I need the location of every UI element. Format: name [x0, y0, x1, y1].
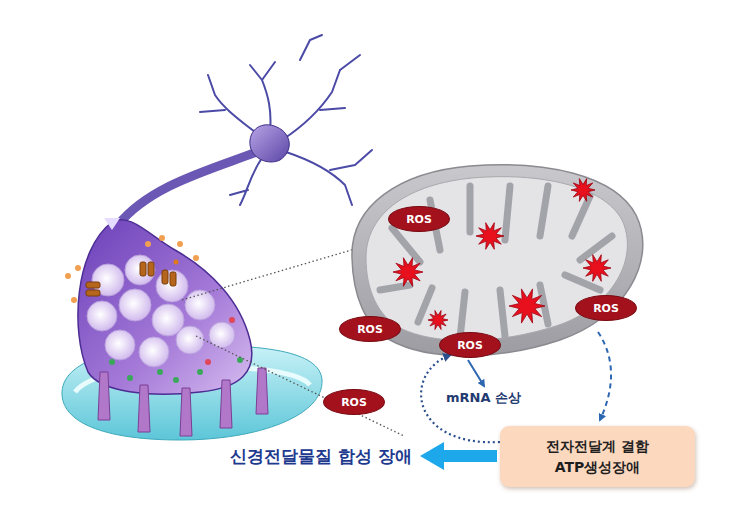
damage-star: [428, 311, 448, 330]
damage-arrow: [468, 360, 484, 386]
ros-label: ROS: [357, 323, 383, 336]
ros-oval: ROS: [439, 332, 501, 358]
box-text: 전자전달계 결함: [546, 436, 649, 456]
result-label: 신경전달물질 합성 장애: [230, 445, 412, 468]
ros-label: ROS: [593, 302, 619, 315]
ros-label: ROS: [341, 396, 367, 409]
receptors: [98, 368, 268, 436]
damage-star: [509, 289, 545, 323]
ros-label: ROS: [457, 339, 483, 352]
axon: [118, 150, 262, 225]
ros-label: ROS: [406, 213, 432, 226]
ros-oval: ROS: [575, 295, 637, 321]
block-arrow: [420, 442, 497, 470]
synaptic-terminal: [78, 220, 252, 395]
cell-body: [250, 125, 289, 162]
box-text: ATP생성장애: [555, 457, 641, 477]
effect-label: mRNA 손상: [446, 389, 521, 407]
process-box: 전자전달계 결함ATP생성장애: [500, 426, 695, 487]
dashed-arrow: [598, 332, 611, 420]
ions: [65, 235, 243, 383]
vesicles: [87, 255, 235, 367]
ion-channels: [86, 262, 176, 296]
damage-star: [583, 255, 611, 282]
ros-oval: ROS: [323, 389, 385, 415]
ros-oval: ROS: [339, 316, 401, 342]
signal-arrow: [104, 218, 120, 230]
cristae: [380, 186, 612, 338]
ros-oval: ROS: [388, 206, 450, 232]
damage-star: [393, 258, 423, 287]
dendrites: [200, 35, 372, 205]
damage-star: [476, 223, 504, 250]
damage-star: [571, 179, 595, 202]
